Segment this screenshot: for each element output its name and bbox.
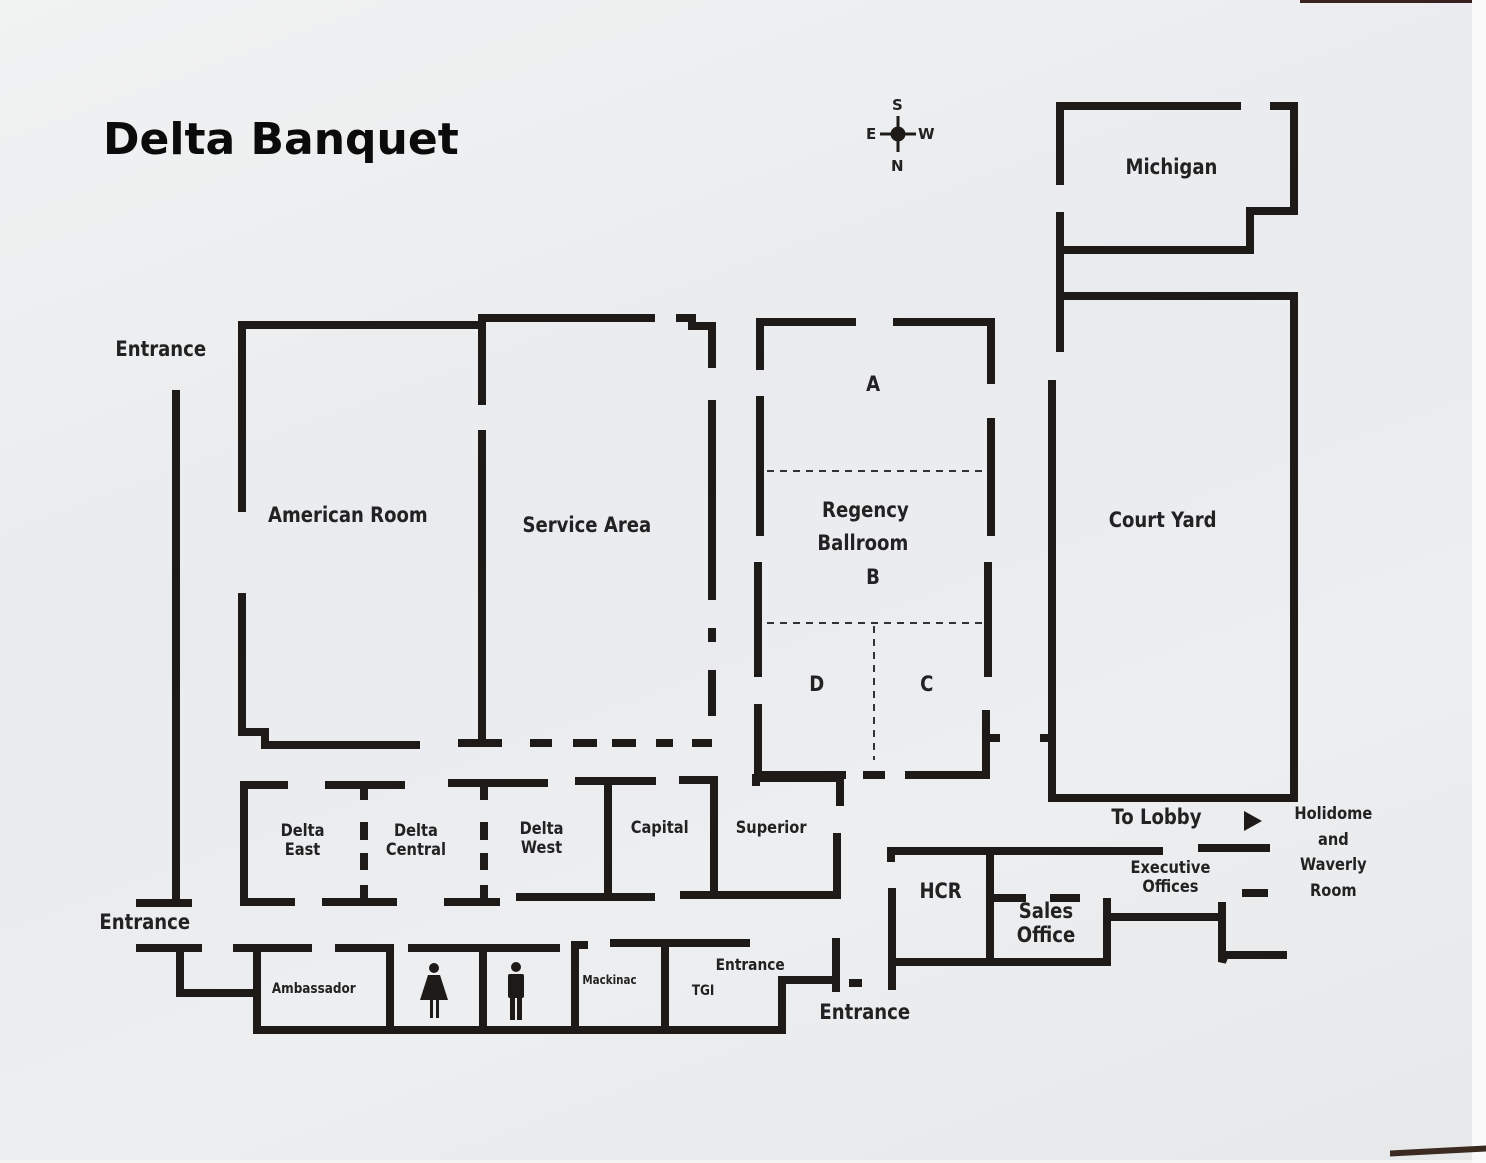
compass-south: S bbox=[892, 96, 903, 114]
room-holidome-line3: Waverly bbox=[1299, 855, 1367, 875]
wall bbox=[679, 776, 718, 891]
room-delta-central-line1: Delta bbox=[393, 821, 438, 841]
wall bbox=[1218, 917, 1287, 964]
room-michigan[interactable]: Michigan bbox=[1125, 155, 1218, 179]
room-regency-b[interactable]: B bbox=[866, 565, 880, 589]
wall bbox=[754, 704, 846, 779]
label-entrance-bottom: Entrance bbox=[819, 1000, 911, 1024]
wall bbox=[1064, 102, 1298, 254]
room-regency-c[interactable]: C bbox=[920, 672, 934, 696]
wall bbox=[1056, 102, 1241, 185]
wall bbox=[893, 318, 995, 384]
wall bbox=[335, 944, 394, 1030]
partition-lines bbox=[767, 470, 985, 760]
mens-restroom-icon bbox=[508, 962, 524, 1020]
room-american-room[interactable]: American Room bbox=[268, 503, 428, 527]
label-entrance-mid-left: Entrance bbox=[99, 910, 191, 934]
room-regency-d[interactable]: D bbox=[809, 672, 825, 696]
map-title: Delta Banquet bbox=[103, 114, 459, 165]
room-service-area[interactable]: Service Area bbox=[522, 513, 652, 537]
wall bbox=[676, 314, 716, 368]
label-entrance-tgi: Entrance bbox=[715, 955, 785, 974]
wall bbox=[1048, 292, 1298, 802]
room-executive-offices-line1: Executive bbox=[1130, 858, 1211, 878]
wall bbox=[752, 774, 844, 806]
room-delta-east[interactable]: Delta East bbox=[280, 821, 325, 861]
room-delta-west-line1: Delta bbox=[519, 819, 564, 839]
wall bbox=[905, 710, 990, 779]
room-delta-west-line2: West bbox=[520, 838, 563, 859]
room-mackinac[interactable]: Mackinac bbox=[582, 973, 637, 987]
room-tgi[interactable]: TGI bbox=[691, 983, 715, 999]
womens-restroom-icon bbox=[420, 963, 448, 1018]
paper-edge bbox=[1472, 0, 1486, 1163]
walls bbox=[136, 102, 1298, 1034]
room-court-yard[interactable]: Court Yard bbox=[1108, 508, 1217, 532]
room-capital[interactable]: Capital bbox=[630, 818, 689, 838]
wall bbox=[680, 833, 841, 899]
wall bbox=[240, 781, 295, 906]
compass-west: W bbox=[918, 125, 935, 143]
room-hcr[interactable]: HCR bbox=[919, 879, 962, 903]
compass-north: N bbox=[891, 157, 904, 175]
compass-icon bbox=[880, 116, 916, 152]
room-regency-a[interactable]: A bbox=[866, 372, 881, 396]
room-sales-office-line2: Office bbox=[1016, 922, 1076, 947]
wall bbox=[756, 318, 856, 370]
compass-east: E bbox=[866, 125, 877, 143]
room-delta-east-line1: Delta bbox=[280, 821, 325, 841]
room-delta-central[interactable]: Delta Central bbox=[385, 821, 447, 861]
wall bbox=[176, 948, 255, 997]
wall bbox=[1107, 902, 1226, 921]
paper-edge-top bbox=[1300, 0, 1472, 3]
room-executive-offices[interactable]: Executive Offices bbox=[1130, 858, 1211, 898]
label-to-lobby[interactable]: To Lobby bbox=[1111, 805, 1202, 829]
room-superior[interactable]: Superior bbox=[735, 818, 807, 838]
room-holidome-line1: Holidome bbox=[1294, 804, 1373, 824]
room-holidome-line4: Room bbox=[1310, 880, 1357, 901]
wall bbox=[238, 593, 420, 749]
label-entrance-top-left: Entrance bbox=[115, 337, 207, 361]
wall bbox=[887, 847, 1163, 862]
room-delta-east-line2: East bbox=[284, 840, 321, 861]
wall bbox=[238, 321, 482, 512]
room-sales-office[interactable]: Sales Office bbox=[1016, 899, 1076, 947]
room-holidome-waverly[interactable]: Holidome and Waverly Room bbox=[1294, 802, 1372, 904]
room-regency-name-2: Ballroom bbox=[817, 531, 909, 555]
wall bbox=[478, 314, 655, 405]
room-ambassador[interactable]: Ambassador bbox=[271, 981, 356, 997]
room-regency-name-1: Regency bbox=[822, 498, 909, 522]
room-executive-offices-line2: Offices bbox=[1142, 877, 1199, 898]
room-delta-west[interactable]: Delta West bbox=[519, 819, 564, 859]
room-holidome-line2: and bbox=[1317, 829, 1349, 850]
arrow-right-icon bbox=[1244, 811, 1262, 831]
wall bbox=[571, 941, 588, 1028]
room-sales-office-line1: Sales bbox=[1018, 899, 1074, 923]
wall bbox=[253, 948, 835, 1034]
room-delta-central-line2: Central bbox=[385, 840, 447, 861]
